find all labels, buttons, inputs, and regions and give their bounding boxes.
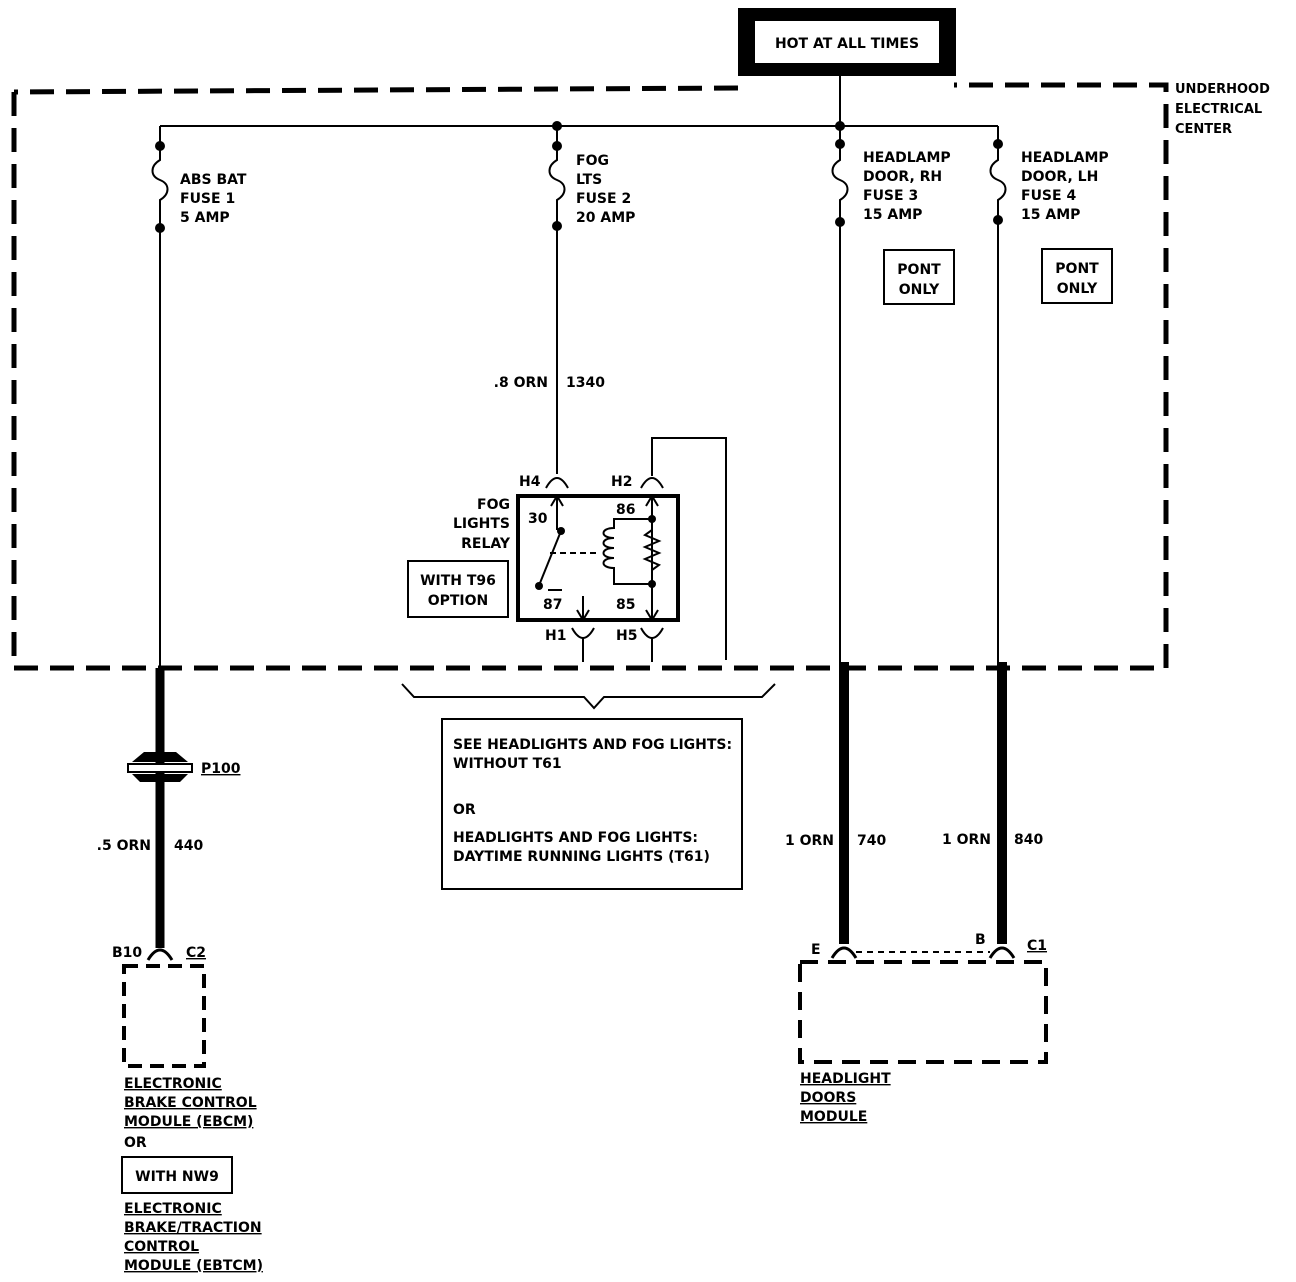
underhood-center-boundary <box>11 82 1169 671</box>
svg-text:P100: P100 <box>201 761 241 777</box>
headlight-pin-e: E <box>811 942 821 958</box>
terminal-86: 86 <box>616 502 635 518</box>
wire-rh-circuit: 740 <box>857 833 886 849</box>
svg-text:LIGHTS: LIGHTS <box>453 516 510 532</box>
headlight-module-connector: E B C1 <box>811 932 1047 959</box>
svg-text:PONT: PONT <box>897 262 941 278</box>
fuse-headlamp-door-rh: HEADLAMP DOOR, RH FUSE 3 15 AMP <box>831 126 951 227</box>
fuse-3-rating: 15 AMP <box>863 207 922 223</box>
terminal-85: 85 <box>616 597 635 613</box>
svg-text:CENTER: CENTER <box>1175 122 1232 137</box>
svg-text:CONTROL: CONTROL <box>124 1239 199 1255</box>
headlight-doors-module <box>798 960 1048 1064</box>
svg-text:PONT: PONT <box>1055 261 1099 277</box>
svg-text:HEADLIGHT: HEADLIGHT <box>800 1071 891 1087</box>
svg-text:H5: H5 <box>616 628 637 644</box>
fuse-4-number: FUSE 4 <box>1021 188 1076 204</box>
wire-lh-circuit: 840 <box>1014 832 1043 848</box>
headlight-module-name: HEADLIGHT DOORS MODULE <box>800 1071 891 1125</box>
underhood-center-label: UNDERHOOD ELECTRICAL CENTER <box>1175 82 1270 137</box>
fuse-4-rating: 15 AMP <box>1021 207 1080 223</box>
power-source-box: HOT AT ALL TIMES <box>738 8 956 76</box>
fuse-2-rating: 20 AMP <box>576 210 635 226</box>
svg-text:OR: OR <box>453 802 476 818</box>
fuse-headlamp-door-lh: HEADLAMP DOOR, LH FUSE 4 15 AMP <box>989 126 1109 225</box>
svg-text:HEADLIGHTS AND FOG LIGHTS:: HEADLIGHTS AND FOG LIGHTS: <box>453 830 698 846</box>
svg-text:ELECTRICAL: ELECTRICAL <box>1175 102 1262 117</box>
svg-text:ONLY: ONLY <box>1057 281 1098 297</box>
ebcm-connector: B10 C2 <box>112 945 206 961</box>
fuse-2-name-2: LTS <box>576 172 602 188</box>
reference-brace <box>401 683 776 710</box>
ebcm-name: ELECTRONIC BRAKE CONTROL MODULE (EBCM) O… <box>124 1076 257 1151</box>
fuse-2-number: FUSE 2 <box>576 191 631 207</box>
svg-text:ONLY: ONLY <box>899 282 940 298</box>
svg-text:BRAKE CONTROL: BRAKE CONTROL <box>124 1095 257 1111</box>
headlight-connector-id: C1 <box>1027 938 1047 954</box>
svg-text:MODULE: MODULE <box>800 1109 867 1125</box>
nw9-option-box: WITH NW9 <box>121 1156 233 1194</box>
fuse-1-name: ABS BAT <box>180 172 247 188</box>
pont-only-box-lh: PONT ONLY <box>1041 248 1113 304</box>
svg-text:WITHOUT T61: WITHOUT T61 <box>453 756 562 772</box>
wire-abs-circuit: 440 <box>174 838 203 854</box>
wire-fog-gauge: .8 ORN <box>494 375 548 391</box>
svg-text:SEE HEADLIGHTS AND FOG LIGHTS:: SEE HEADLIGHTS AND FOG LIGHTS: <box>453 737 732 753</box>
t96-option-box: WITH T96 OPTION <box>407 560 509 618</box>
ebcm-connector-id: C2 <box>186 945 206 961</box>
relay-name-label: FOG LIGHTS RELAY <box>453 497 511 552</box>
ebtcm-name: ELECTRONIC BRAKE/TRACTION CONTROL MODULE… <box>124 1201 263 1274</box>
svg-text:ELECTRONIC: ELECTRONIC <box>124 1076 222 1092</box>
svg-text:H4: H4 <box>519 474 541 490</box>
wire-abs-gauge: .5 ORN <box>97 838 151 854</box>
headlight-pin-b: B <box>975 932 986 948</box>
fuse-abs-bat: ABS BAT FUSE 1 5 AMP <box>151 126 247 233</box>
fuse-3-number: FUSE 3 <box>863 188 918 204</box>
svg-text:DAYTIME RUNNING LIGHTS (T61): DAYTIME RUNNING LIGHTS (T61) <box>453 849 710 865</box>
ebcm-module <box>122 964 206 1068</box>
connector-h5: H5 <box>616 627 664 662</box>
connector-h4: H4 <box>519 474 569 490</box>
svg-text:OPTION: OPTION <box>428 593 489 609</box>
see-reference-note: SEE HEADLIGHTS AND FOG LIGHTS: WITHOUT T… <box>441 718 743 890</box>
fuse-4-name: HEADLAMP <box>1021 150 1109 166</box>
terminal-87: 87 <box>543 597 562 613</box>
terminal-30: 30 <box>528 511 548 527</box>
power-source-label: HOT AT ALL TIMES <box>775 36 919 52</box>
fuse-fog-lts: FOG LTS FUSE 2 20 AMP <box>548 126 635 231</box>
pont-only-box-rh: PONT ONLY <box>883 249 955 305</box>
ebcm-or: OR <box>124 1135 147 1151</box>
svg-text:H1: H1 <box>545 628 566 644</box>
connector-h1: H1 <box>545 627 595 662</box>
wire-h2-loop <box>651 437 727 660</box>
fuse-1-rating: 5 AMP <box>180 210 230 226</box>
fuse-3-name: HEADLAMP <box>863 150 951 166</box>
svg-text:ELECTRONIC: ELECTRONIC <box>124 1201 222 1217</box>
ebcm-pin: B10 <box>112 945 142 961</box>
svg-text:WITH NW9: WITH NW9 <box>135 1169 219 1185</box>
wire-rh-gauge: 1 ORN <box>785 833 834 849</box>
svg-text:DOORS: DOORS <box>800 1090 856 1106</box>
fog-lights-relay: 30 86 87 85 <box>516 494 680 622</box>
fuse-3-name-2: DOOR, RH <box>863 169 942 185</box>
svg-text:RELAY: RELAY <box>461 536 511 552</box>
svg-text:BRAKE/TRACTION: BRAKE/TRACTION <box>124 1220 262 1236</box>
svg-text:MODULE (EBTCM): MODULE (EBTCM) <box>124 1258 263 1274</box>
svg-text:FOG: FOG <box>477 497 510 513</box>
svg-text:H2: H2 <box>611 474 632 490</box>
fuse-1-number: FUSE 1 <box>180 191 235 207</box>
svg-text:MODULE (EBCM): MODULE (EBCM) <box>124 1114 253 1130</box>
svg-text:WITH T96: WITH T96 <box>420 573 496 589</box>
fuse-2-name: FOG <box>576 153 609 169</box>
splice-p100: P100 <box>127 752 241 782</box>
svg-text:UNDERHOOD: UNDERHOOD <box>1175 82 1270 97</box>
fuse-4-name-2: DOOR, LH <box>1021 169 1098 185</box>
wire-lh-gauge: 1 ORN <box>942 832 991 848</box>
wire-fog-circuit: 1340 <box>566 375 605 391</box>
connector-h2: H2 <box>611 474 664 490</box>
